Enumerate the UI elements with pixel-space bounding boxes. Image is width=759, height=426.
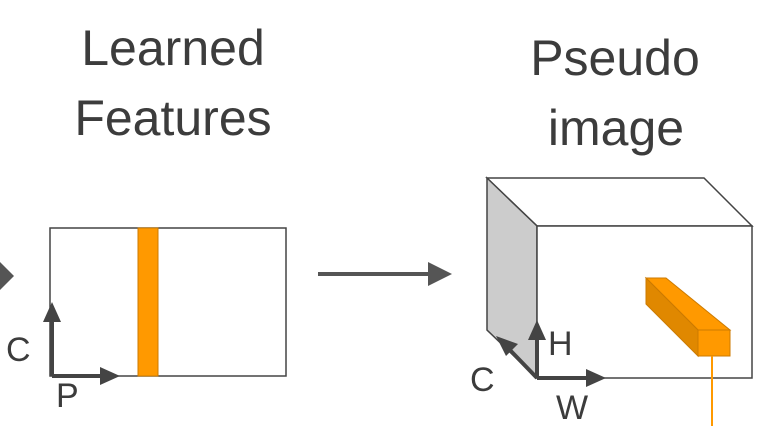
pseudo-axis-w-label: W (556, 389, 589, 426)
pseudo-axis-c-line (506, 346, 539, 380)
learned-axis-c-arrowhead (43, 302, 61, 322)
learned-axis-p-label: P (56, 377, 79, 415)
learned-features-rect (49, 227, 287, 377)
learned-features-pillar-column (137, 227, 159, 377)
learned-axis-c-label: C (6, 331, 31, 369)
pseudo-image-title-line1: Pseudo (530, 30, 700, 86)
pseudo-axis-w-arrowhead (586, 369, 606, 387)
pseudo-axis-h-arrowhead (528, 320, 546, 340)
transform-arrow-head (428, 262, 452, 286)
pseudo-axis-c-arrowhead (496, 336, 518, 356)
incoming-arrow-head (0, 262, 14, 290)
learned-features-title-line1: Learned (81, 20, 265, 76)
learned-axis-p-arrowhead (100, 367, 120, 385)
pillar-front-face (697, 329, 731, 357)
pseudo-axis-h-label: H (548, 325, 573, 363)
pseudo-axis-c-label: C (470, 361, 495, 399)
learned-features-title-line2: Features (74, 90, 272, 146)
pseudo-image-title-line2: image (547, 100, 685, 156)
